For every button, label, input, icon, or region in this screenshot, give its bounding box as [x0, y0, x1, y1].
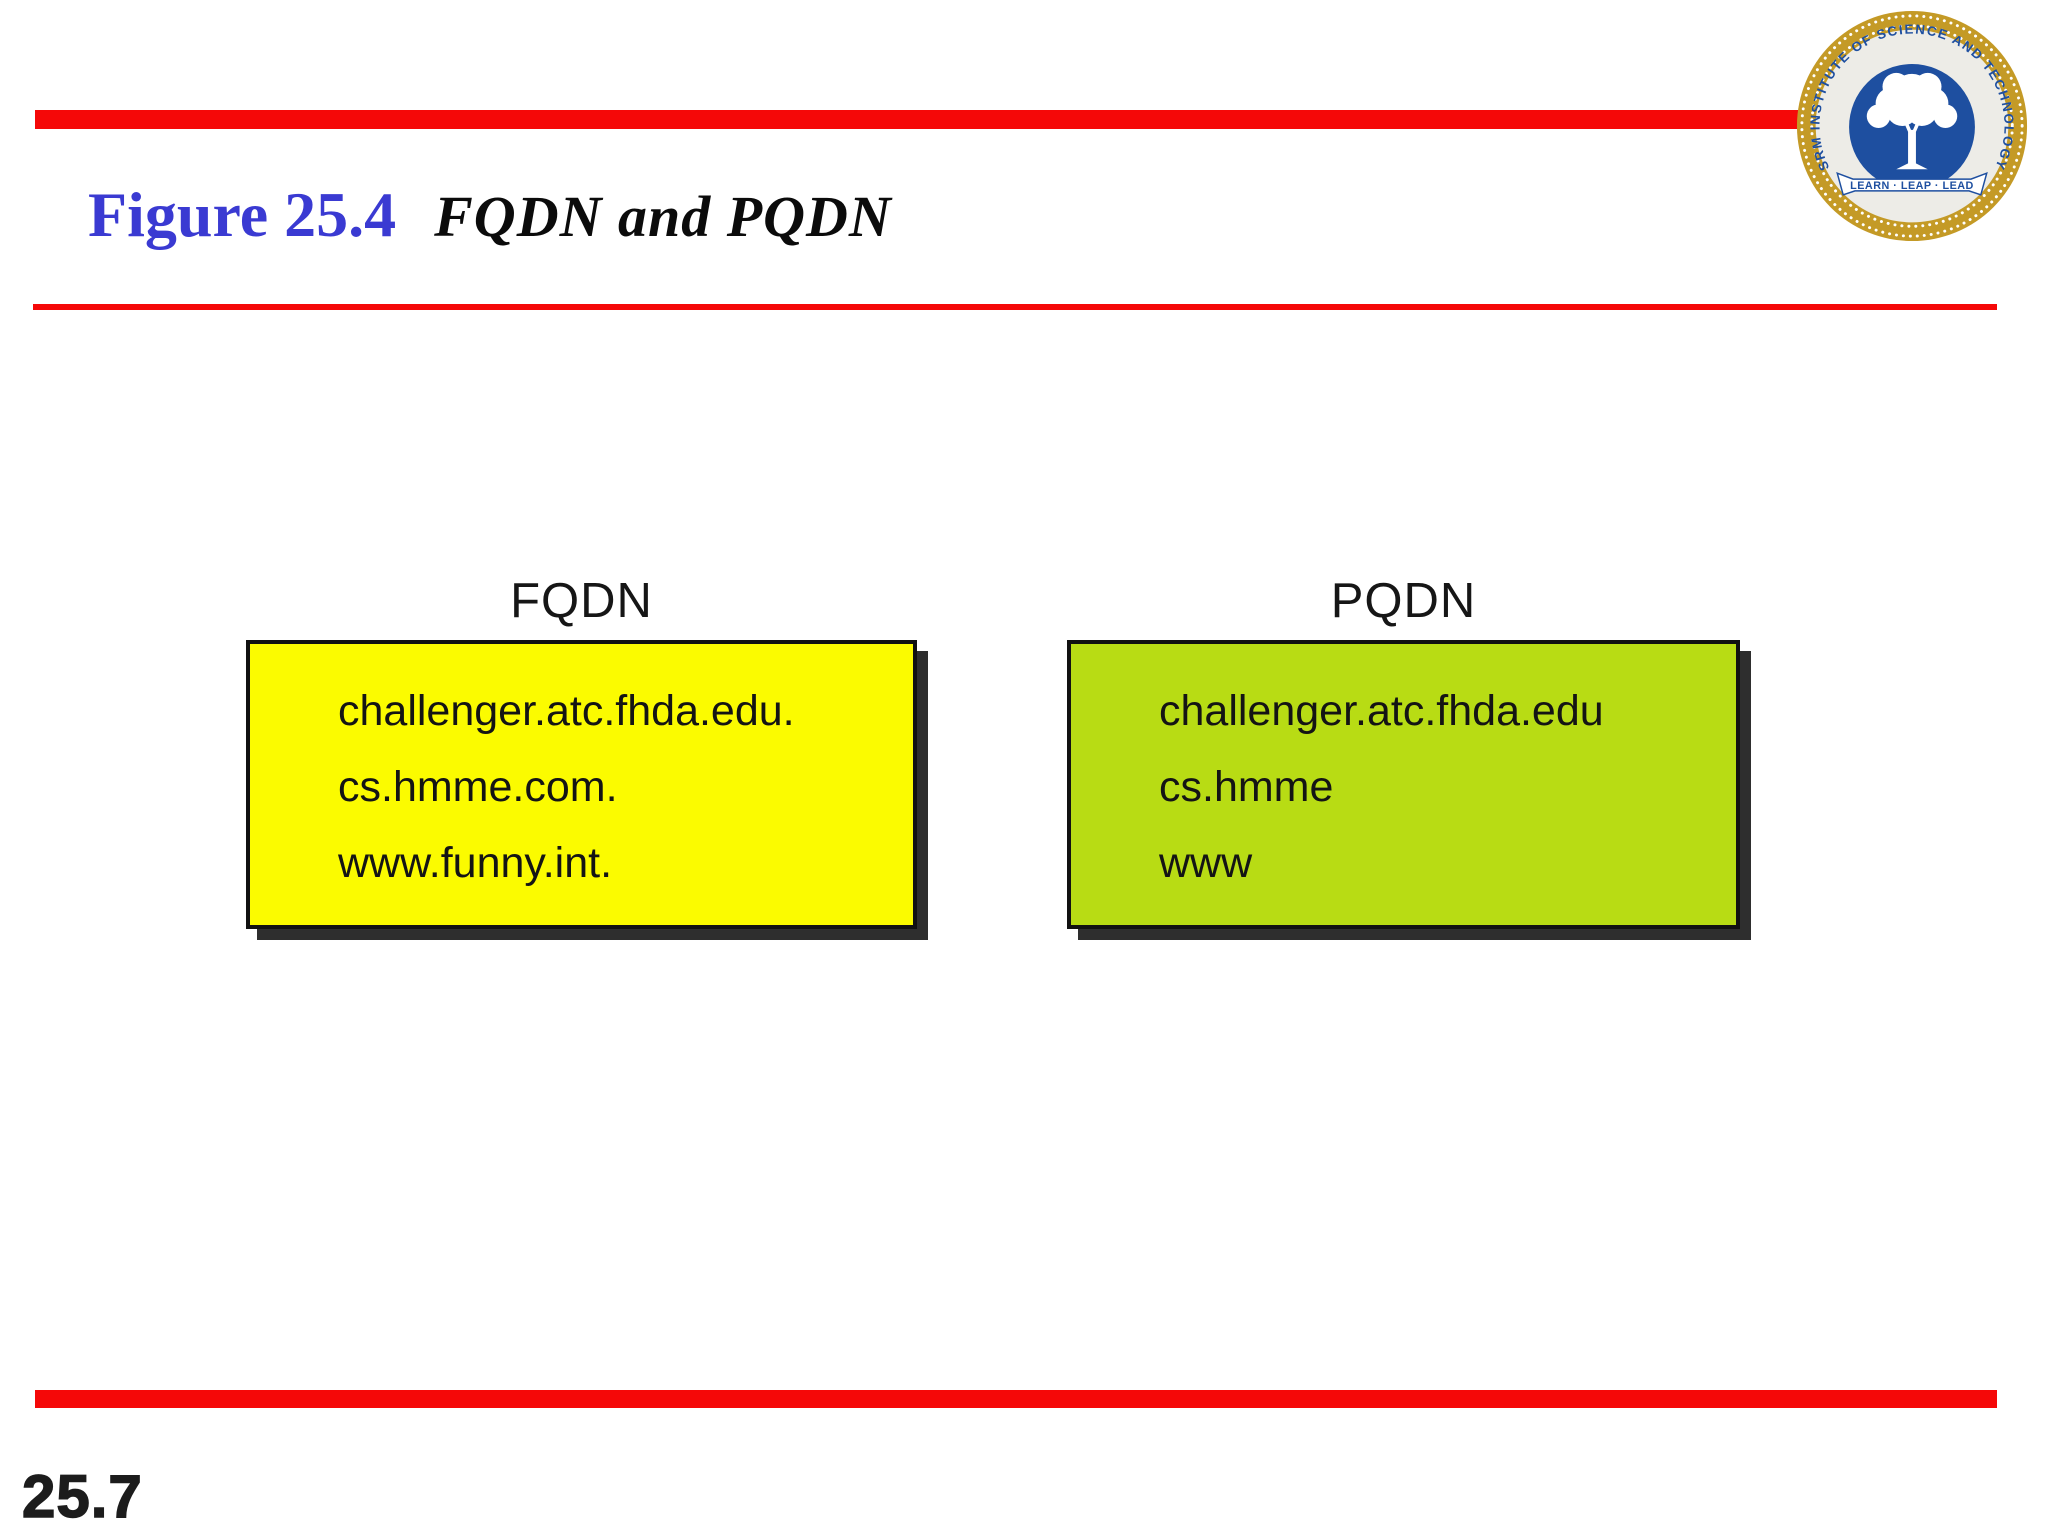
- pqdn-line-1: challenger.atc.fhda.edu: [1159, 686, 1604, 735]
- page-number: 25.7: [21, 1462, 143, 1531]
- fqdn-box-label: FQDN: [510, 574, 653, 628]
- pqdn-box-label: PQDN: [1330, 574, 1477, 628]
- srm-institute-logo-icon: SRM INSTITUTE OF SCIENCE AND TECHNOLOGY …: [1794, 6, 2030, 246]
- logo-seal-icon: SRM INSTITUTE OF SCIENCE AND TECHNOLOGY …: [1796, 10, 2028, 242]
- tree-icon: [1866, 72, 1958, 170]
- slide-title: Figure 25.4 FQDN and PQDN: [88, 183, 892, 247]
- pqdn-box: challenger.atc.fhda.edu cs.hmme www: [1067, 640, 1740, 929]
- pqdn-line-2: cs.hmme: [1159, 762, 1334, 811]
- figure-number: Figure 25.4: [88, 179, 397, 250]
- pqdn-line-3: www: [1159, 838, 1253, 887]
- fqdn-box: challenger.atc.fhda.edu. cs.hmme.com. ww…: [246, 640, 917, 929]
- title-rule: [33, 304, 1997, 310]
- motto-banner: LEARN · LEAP · LEAD: [1836, 172, 1988, 196]
- logo-outer-dots: [1800, 14, 2024, 238]
- logo-motto-text: LEARN · LEAP · LEAD: [1850, 180, 1974, 192]
- logo-inner-dots: [1810, 24, 2014, 228]
- top-accent-bar: [35, 110, 1997, 129]
- fqdn-line-2: cs.hmme.com.: [338, 762, 618, 811]
- fqdn-line-1: challenger.atc.fhda.edu.: [338, 686, 795, 735]
- figure-caption: FQDN and PQDN: [434, 184, 892, 249]
- fqdn-line-3: www.funny.int.: [338, 838, 613, 887]
- bottom-accent-bar: [35, 1390, 1997, 1408]
